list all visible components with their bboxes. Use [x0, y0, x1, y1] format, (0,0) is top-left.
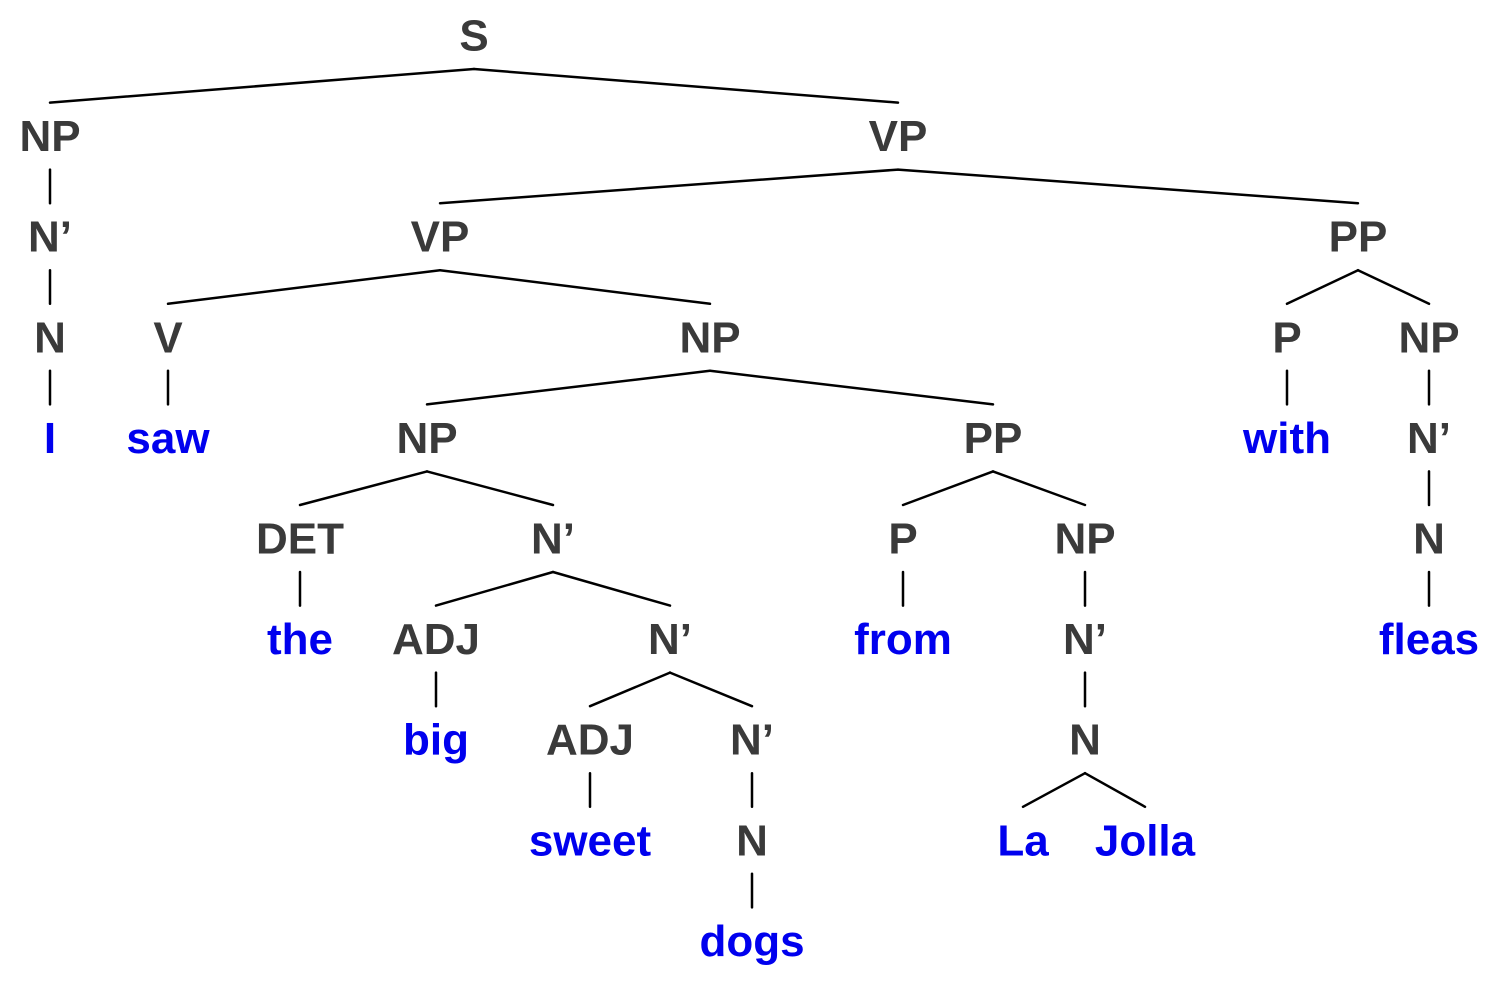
tree-edge	[708, 369, 995, 406]
tree-edges	[48, 67, 1431, 909]
node-vp: VP	[869, 112, 928, 161]
node-nbar: N’	[1407, 414, 1451, 463]
node-nbar: N’	[1063, 615, 1107, 664]
tree-edge	[425, 470, 555, 507]
node-v: V	[153, 313, 183, 362]
tree-edge	[425, 369, 712, 406]
tree-edge	[434, 570, 555, 607]
tree-edge	[1021, 771, 1087, 809]
node-pp: PP	[964, 414, 1023, 463]
word-the: the	[267, 615, 333, 664]
node-vp: VP	[411, 213, 470, 262]
tree-edge	[298, 470, 429, 507]
tree-edge	[438, 168, 900, 205]
word-fleas: fleas	[1379, 615, 1479, 664]
node-s: S	[459, 12, 488, 61]
node-n: N	[736, 816, 768, 865]
node-p: P	[888, 515, 917, 564]
node-adj: ADJ	[546, 716, 634, 765]
node-np: NP	[1398, 313, 1459, 362]
tree-edge	[438, 268, 712, 306]
node-np: NP	[679, 313, 740, 362]
node-n: N	[1413, 515, 1445, 564]
node-nbar: N’	[730, 716, 774, 765]
word-i: I	[44, 414, 56, 463]
word-jolla: Jolla	[1095, 816, 1196, 865]
tree-edge	[1285, 268, 1360, 306]
word-saw: saw	[126, 414, 210, 463]
word-big: big	[403, 716, 469, 765]
tree-edge	[1356, 268, 1431, 306]
node-np: NP	[396, 414, 457, 463]
word-la: La	[997, 816, 1049, 865]
tree-edge	[551, 570, 672, 607]
node-n: N	[1069, 716, 1101, 765]
word-dogs: dogs	[699, 917, 804, 966]
node-p: P	[1272, 313, 1301, 362]
tree-edge	[896, 168, 1360, 205]
tree-edge	[991, 470, 1087, 507]
tree-edge	[901, 470, 995, 507]
node-n: N	[34, 313, 66, 362]
word-sweet: sweet	[529, 816, 652, 865]
tree-edge	[588, 671, 672, 708]
node-np: NP	[19, 112, 80, 161]
node-adj: ADJ	[392, 615, 480, 664]
node-det: DET	[256, 515, 344, 564]
node-nbar: N’	[531, 515, 575, 564]
tree-nodes: SNPN’NIVPVPVsawNPNPDETtheN’ADJbigN’ADJsw…	[19, 12, 1479, 966]
tree-edge	[166, 268, 442, 306]
word-from: from	[854, 615, 952, 664]
node-np: NP	[1054, 515, 1115, 564]
tree-edge	[472, 67, 900, 104]
tree-edge	[668, 671, 754, 708]
node-nbar: N’	[648, 615, 692, 664]
tree-edge	[48, 67, 476, 104]
node-pp: PP	[1329, 213, 1388, 262]
tree-edge	[1083, 771, 1147, 809]
node-nbar: N’	[28, 213, 72, 262]
word-with: with	[1242, 414, 1331, 463]
